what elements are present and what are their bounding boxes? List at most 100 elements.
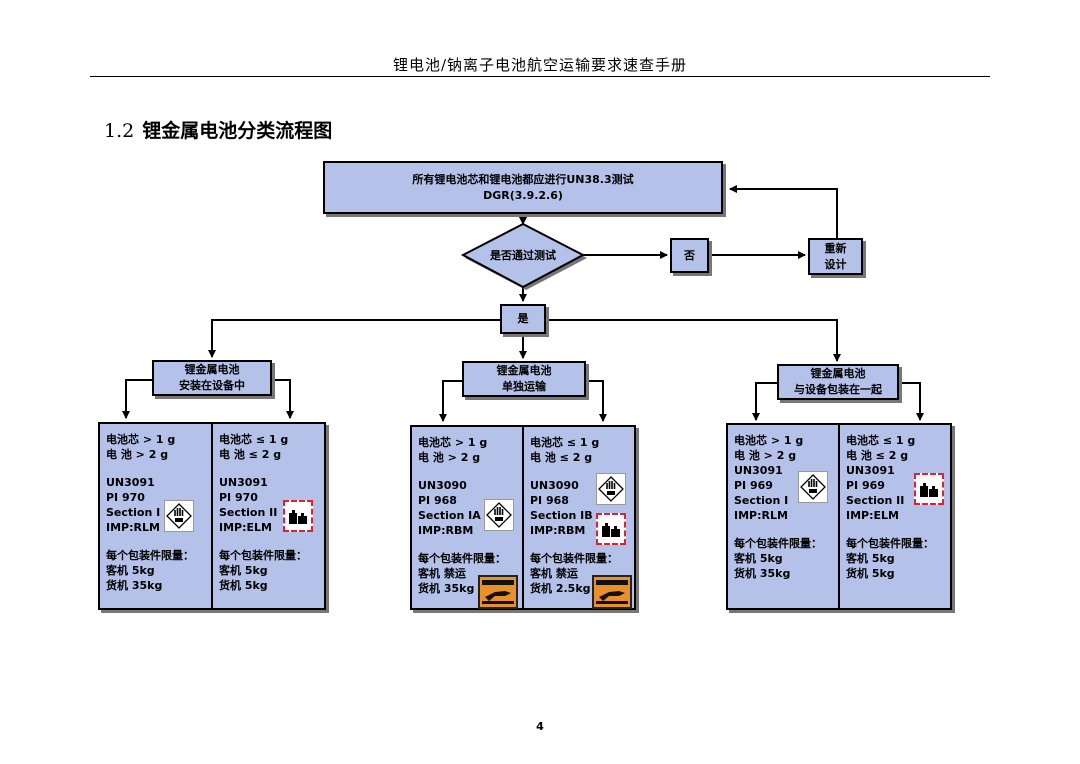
- category-line2: 单独运输: [502, 380, 546, 393]
- class9-hazard-icon: [798, 471, 828, 503]
- imp-code: IMP:RLM: [734, 509, 788, 522]
- packing-instruction: PI 969: [734, 479, 773, 492]
- decision-label: 是否通过测试: [490, 249, 556, 262]
- category-line1: 锂金属电池: [810, 367, 866, 380]
- class9-hazard-icon: [484, 499, 514, 531]
- panel-column-section-ii: 电池芯 ≤ 1 g 电 池 ≤ 2 g UN3091 PI 969 Sectio…: [838, 425, 950, 608]
- arrow-yes-to-cat1: [208, 319, 500, 358]
- imp-code: IMP:ELM: [219, 521, 272, 534]
- redesign-box: 重新 设计: [808, 238, 863, 275]
- section-code: Section I: [734, 494, 789, 507]
- packing-instruction: PI 968: [530, 494, 569, 507]
- arrow-redesign-to-top: [729, 185, 838, 238]
- imp-code: IMP:RBM: [418, 524, 474, 537]
- redesign-line2: 设计: [824, 257, 847, 271]
- cargo-aircraft-only-icon: [478, 575, 518, 609]
- packing-instruction: PI 968: [418, 494, 457, 507]
- battery-threshold: 电 池 ≤ 2 g: [846, 449, 909, 462]
- battery-threshold: 电 池 ≤ 2 g: [219, 448, 282, 461]
- section-code: Section II: [846, 494, 905, 507]
- decision-diamond: [460, 222, 586, 289]
- section-code: Section IB: [530, 509, 593, 522]
- section-title-text: 锂金属电池分类流程图: [142, 120, 333, 142]
- passenger-limit: 客机 5kg: [846, 552, 895, 565]
- un-number: UN3090: [418, 479, 467, 492]
- category-line2: 与设备包装在一起: [794, 383, 882, 396]
- arrow-yes-to-cat3: [546, 319, 841, 362]
- passenger-limit: 客机 5kg: [734, 552, 783, 565]
- cargo-limit: 货机 5kg: [219, 579, 268, 592]
- panel-column-section-ii: 电池芯 ≤ 1 g 电 池 ≤ 2 g UN3091 PI 970 Sectio…: [211, 424, 324, 608]
- document-header: 锂电池/钠离子电池航空运输要求速查手册: [392, 56, 688, 74]
- arrow-cat3-right: [898, 382, 924, 421]
- panel-packed-with: 电池芯 > 1 g 电 池 > 2 g UN3091 PI 969 Sectio…: [726, 423, 952, 610]
- redesign-line1: 重新: [824, 241, 847, 255]
- arrow-cat3-left: [752, 382, 778, 421]
- battery-threshold: 电 池 ≤ 2 g: [530, 451, 593, 464]
- top-box: 所有锂电池芯和锂电池都应进行UN38.3测试 DGR(3.9.2.6): [323, 161, 723, 214]
- cargo-limit: 货机 35kg: [106, 579, 163, 592]
- packing-instruction: PI 970: [219, 491, 258, 504]
- limit-title: 每个包装件限量：: [530, 552, 618, 565]
- battery-mark-icon: [283, 500, 313, 532]
- cell-threshold: 电池芯 > 1 g: [734, 434, 804, 447]
- passenger-limit: 客机 禁运: [530, 567, 578, 580]
- panel-column-section-ib: 电池芯 ≤ 1 g 电 池 ≤ 2 g UN3090 PI 968 Sectio…: [522, 427, 634, 609]
- section-number: 1.2: [104, 120, 135, 142]
- cargo-limit: 货机 2.5kg: [530, 582, 591, 595]
- limit-title: 每个包装件限量：: [418, 552, 506, 565]
- yes-box: 是: [500, 304, 546, 334]
- yes-label: 是: [517, 312, 529, 325]
- battery-threshold: 电 池 > 2 g: [734, 449, 797, 462]
- category-box-standalone: 锂金属电池 单独运输: [462, 361, 586, 397]
- cell-threshold: 电池芯 ≤ 1 g: [219, 433, 289, 446]
- panel-column-section-i: 电池芯 > 1 g 电 池 > 2 g UN3091 PI 969 Sectio…: [728, 425, 838, 608]
- panel-installed: 电池芯 > 1 g 电 池 > 2 g UN3091 PI 970 Sectio…: [98, 422, 326, 610]
- cell-threshold: 电池芯 > 1 g: [418, 436, 488, 449]
- arrow-cat1-right: [271, 379, 294, 419]
- top-box-line2: DGR(3.9.2.6): [483, 188, 563, 202]
- cargo-limit: 货机 35kg: [734, 567, 791, 580]
- battery-threshold: 电 池 > 2 g: [106, 448, 169, 461]
- passenger-limit: 客机 禁运: [418, 567, 466, 580]
- un-number: UN3091: [106, 476, 155, 489]
- section-title: 1.2 锂金属电池分类流程图: [104, 116, 332, 143]
- battery-threshold: 电 池 > 2 g: [418, 451, 481, 464]
- section-code: Section IA: [418, 509, 481, 522]
- category-line1: 锂金属电池: [496, 364, 552, 377]
- cell-threshold: 电池芯 ≤ 1 g: [846, 434, 916, 447]
- no-box: 否: [670, 238, 709, 273]
- page-number: 4: [536, 720, 544, 733]
- category-box-packed-with: 锂金属电池 与设备包装在一起: [777, 364, 899, 400]
- section-code: Section II: [219, 506, 278, 519]
- category-box-installed: 锂金属电池 安装在设备中: [152, 360, 272, 396]
- class9-hazard-icon: [596, 473, 626, 505]
- cargo-limit: 货机 35kg: [418, 582, 475, 595]
- packing-instruction: PI 969: [846, 479, 885, 492]
- battery-mark-icon: [914, 473, 944, 505]
- category-line1: 锂金属电池: [184, 363, 240, 376]
- cell-threshold: 电池芯 > 1 g: [106, 433, 176, 446]
- imp-code: IMP:RLM: [106, 521, 160, 534]
- no-label: 否: [684, 248, 695, 262]
- class9-hazard-icon: [164, 500, 194, 532]
- battery-mark-icon: [596, 513, 626, 545]
- limit-title: 每个包装件限量：: [106, 549, 194, 562]
- limit-title: 每个包装件限量：: [734, 537, 822, 550]
- top-box-line1: 所有锂电池芯和锂电池都应进行UN38.3测试: [412, 172, 634, 186]
- passenger-limit: 客机 5kg: [219, 564, 268, 577]
- imp-code: IMP:RBM: [530, 524, 586, 537]
- packing-instruction: PI 970: [106, 491, 145, 504]
- arrow-cat2-left: [439, 380, 463, 422]
- cargo-aircraft-only-icon: [592, 575, 632, 609]
- arrow-cat2-right: [585, 380, 607, 422]
- panel-column-section-i: 电池芯 > 1 g 电 池 > 2 g UN3091 PI 970 Sectio…: [100, 424, 211, 608]
- un-number: UN3091: [219, 476, 268, 489]
- cargo-limit: 货机 5kg: [846, 567, 895, 580]
- arrow-cat1-left: [122, 379, 153, 419]
- un-number: UN3090: [530, 479, 579, 492]
- panel-column-section-ia: 电池芯 > 1 g 电 池 > 2 g UN3090 PI 968 Sectio…: [412, 427, 522, 609]
- un-number: UN3091: [846, 464, 895, 477]
- un-number: UN3091: [734, 464, 783, 477]
